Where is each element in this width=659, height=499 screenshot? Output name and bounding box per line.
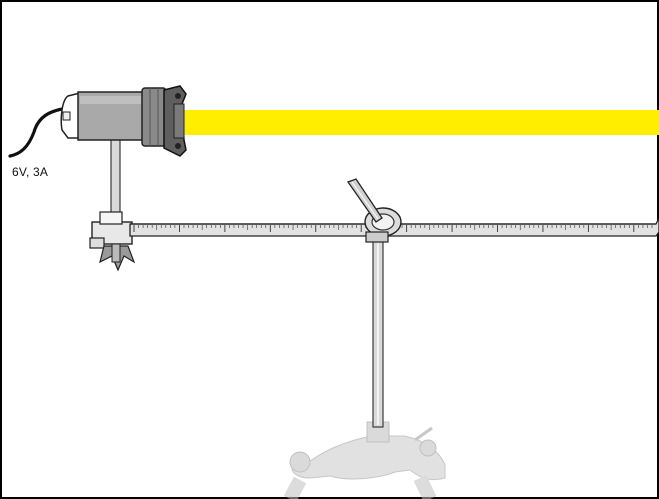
power-supply-label: 6V, 3A <box>12 165 49 179</box>
bench-clamp <box>89 211 136 272</box>
power-cable <box>8 106 72 158</box>
stand-base <box>283 421 446 499</box>
lamp-housing-icon <box>60 85 187 157</box>
rotating-holder-icon <box>346 178 402 243</box>
light-beam <box>182 110 659 135</box>
bench-scale-ticks <box>133 225 653 232</box>
